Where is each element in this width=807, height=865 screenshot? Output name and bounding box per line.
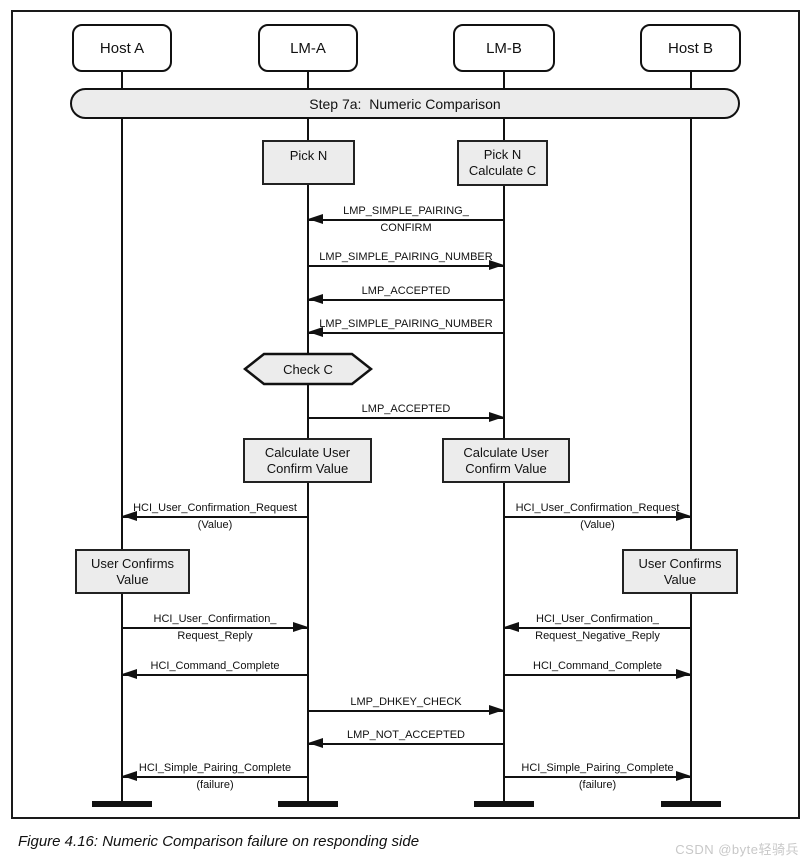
box-calc-user-b-line2: Confirm Value xyxy=(465,460,547,476)
actor-lm-a: LM-A xyxy=(258,24,358,72)
box-user-confirms-a-line2: Value xyxy=(116,571,149,587)
message-lmp-accepted-2: LMP_ACCEPTED xyxy=(308,402,504,422)
actor-host-b: Host B xyxy=(640,24,741,72)
message-hci-command-complete-b: HCI_Command_Complete xyxy=(504,659,691,679)
arrow-right-icon xyxy=(308,705,504,715)
box-calc-user-a-line2: Confirm Value xyxy=(266,460,349,476)
actor-host-b-label: Host B xyxy=(667,39,713,57)
arrow-left-icon xyxy=(308,214,504,224)
box-user-confirms-a-line1: User Confirms xyxy=(90,555,175,571)
arrow-left-icon xyxy=(122,669,308,679)
arrow-left-icon xyxy=(308,738,504,748)
end-bar-lm-b xyxy=(474,801,534,807)
message-lmp-simple-pairing-number-1: LMP_SIMPLE_PAIRING_NUMBER xyxy=(308,250,504,270)
end-bar-lm-a xyxy=(278,801,338,807)
box-user-confirms-b: User Confirms Value xyxy=(622,549,738,594)
hexagon-shape-icon xyxy=(243,352,373,386)
message-lmp-simple-pairing-confirm: LMP_SIMPLE_PAIRING_ CONFIRM xyxy=(308,204,504,235)
arrow-left-icon xyxy=(504,622,691,632)
end-bar-host-a xyxy=(92,801,152,807)
arrow-right-icon xyxy=(504,511,691,521)
arrow-right-icon xyxy=(308,260,504,270)
actor-lm-b: LM-B xyxy=(453,24,555,72)
box-calc-user-a-line1: Calculate User xyxy=(264,444,351,460)
arrow-right-icon xyxy=(504,771,691,781)
box-pick-n-label: Pick N xyxy=(289,148,328,163)
message-lmp-simple-pairing-number-2: LMP_SIMPLE_PAIRING_NUMBER xyxy=(308,317,504,337)
box-user-confirms-a: User Confirms Value xyxy=(75,549,190,594)
message-hci-user-confirmation-request-b: HCI_User_Confirmation_Request (Value) xyxy=(504,501,691,532)
actor-lm-b-label: LM-B xyxy=(486,39,522,57)
arrow-right-icon xyxy=(122,622,308,632)
actor-host-a: Host A xyxy=(72,24,172,72)
step-banner-label: Step 7a: Numeric Comparison xyxy=(309,95,501,112)
arrow-left-icon xyxy=(308,294,504,304)
arrow-left-icon xyxy=(122,511,308,521)
arrow-left-icon xyxy=(122,771,308,781)
box-pick-n-calc-line1: Pick N xyxy=(483,147,522,162)
box-user-confirms-b-line2: Value xyxy=(663,571,697,587)
message-hci-simple-pairing-complete-b: HCI_Simple_Pairing_Complete (failure) xyxy=(504,761,691,792)
message-hci-user-confirmation-request-a: HCI_User_Confirmation_Request (Value) xyxy=(122,501,308,532)
message-lmp-not-accepted: LMP_NOT_ACCEPTED xyxy=(308,728,504,748)
arrow-right-icon xyxy=(504,669,691,679)
actor-host-a-label: Host A xyxy=(99,39,145,57)
message-lmp-accepted-1: LMP_ACCEPTED xyxy=(308,284,504,304)
box-pick-n: Pick N xyxy=(262,140,355,185)
message-hci-command-complete-a: HCI_Command_Complete xyxy=(122,659,308,679)
box-check-c: Check C xyxy=(243,352,373,386)
box-calc-user-confirm-b: Calculate User Confirm Value xyxy=(442,438,570,483)
box-pick-n-calculate-c: Pick N Calculate C xyxy=(457,140,548,186)
actor-lm-a-label: LM-A xyxy=(290,39,326,57)
lifeline-host-b xyxy=(690,72,692,805)
box-calc-user-confirm-a: Calculate User Confirm Value xyxy=(243,438,372,483)
end-bar-host-b xyxy=(661,801,721,807)
message-hci-user-confirmation-request-reply: HCI_User_Confirmation_ Request_Reply xyxy=(122,612,308,643)
figure-caption: Figure 4.16: Numeric Comparison failure … xyxy=(18,833,420,850)
box-check-c-label: Check C xyxy=(283,361,333,377)
arrow-right-icon xyxy=(308,412,504,422)
arrow-left-icon xyxy=(308,327,504,337)
step-banner: Step 7a: Numeric Comparison xyxy=(70,88,740,119)
message-lmp-dhkey-check: LMP_DHKEY_CHECK xyxy=(308,695,504,715)
message-hci-simple-pairing-complete-a: HCI_Simple_Pairing_Complete (failure) xyxy=(122,761,308,792)
csdn-watermark: CSDN @byte轻骑兵 xyxy=(675,842,799,857)
lifeline-host-a xyxy=(121,72,123,805)
box-calc-user-b-line1: Calculate User xyxy=(463,444,549,460)
box-user-confirms-b-line1: User Confirms xyxy=(638,555,722,571)
message-hci-user-confirmation-request-negative-reply: HCI_User_Confirmation_ Request_Negative_… xyxy=(504,612,691,643)
box-pick-n-calc-line2: Calculate C xyxy=(468,163,537,178)
diagram-frame xyxy=(11,10,800,819)
